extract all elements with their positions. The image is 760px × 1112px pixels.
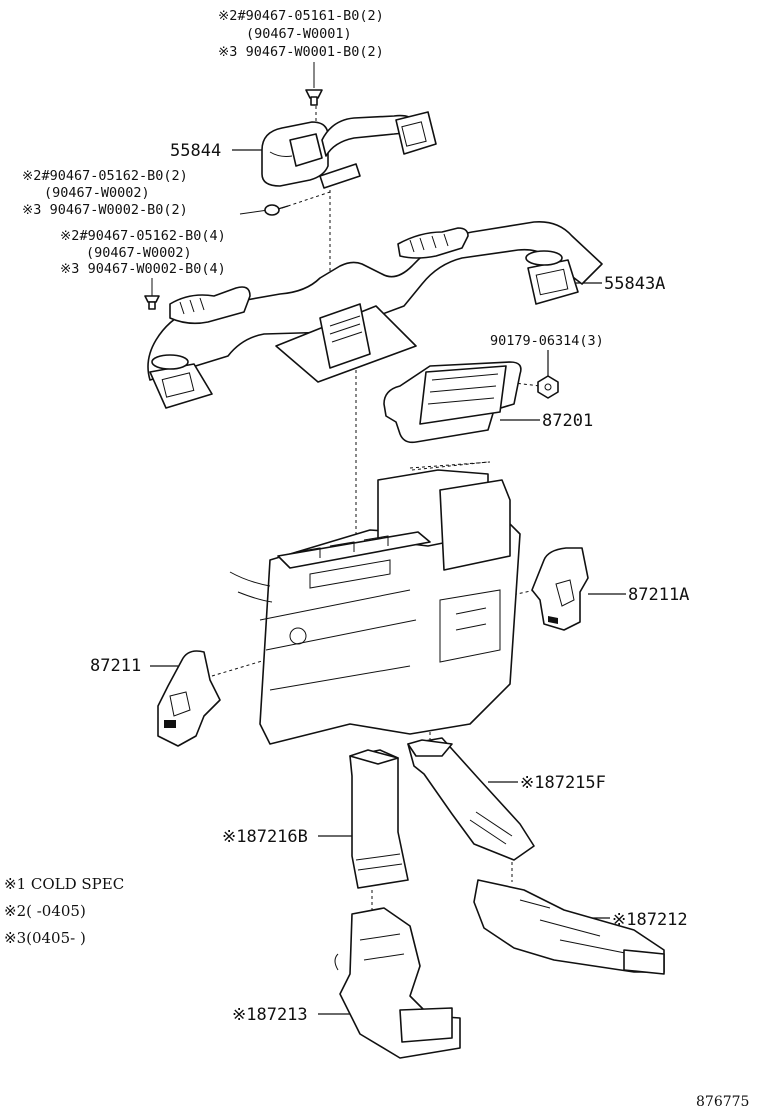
heater-unit-illustration — [229, 469, 521, 745]
register-87201-illustration — [383, 361, 522, 469]
label-87215f: ※187215F — [520, 773, 606, 793]
label-87211: 87211 — [90, 656, 141, 676]
callout-2-line-2: (90467-W0002) — [44, 185, 150, 201]
callout-3-line-3: ※3 90467-W0002-B0(4) — [60, 261, 226, 277]
legend-item-1: ※1 COLD SPEC — [4, 875, 124, 893]
label-55844: 55844 — [170, 141, 221, 161]
duct-87211-illustration — [157, 650, 221, 747]
clip-fastener-top-icon — [305, 89, 323, 106]
callout-3-line-2: (90467-W0002) — [86, 245, 192, 261]
label-90179-06314: 90179-06314(3) — [490, 333, 604, 349]
callout-3-line-1: ※2#90467-05162-B0(4) — [60, 228, 226, 244]
callout-clip-top: ※2#90467-05161-B0(2) (90467-W0001) ※3 90… — [218, 8, 384, 60]
callout-clip-middle: ※2#90467-05162-B0(2) (90467-W0002) ※3 90… — [22, 168, 188, 218]
label-87213: ※187213 — [232, 1005, 308, 1025]
callout-clip-lower: ※2#90467-05162-B0(4) (90467-W0002) ※3 90… — [60, 228, 226, 277]
callout-2-line-1: ※2#90467-05162-B0(2) — [22, 168, 188, 184]
label-87211a: 87211A — [628, 585, 689, 605]
duct-87215f-illustration — [407, 737, 535, 861]
legend-item-3: ※3(0405- ) — [4, 929, 86, 947]
callout-1-line-3: ※3 90467-W0001-B0(2) — [218, 44, 384, 60]
label-55843a: 55843A — [604, 274, 665, 294]
callout-1-line-1: ※2#90467-05161-B0(2) — [218, 8, 384, 24]
label-87212: ※187212 — [612, 910, 688, 930]
leader-lines — [150, 62, 626, 1015]
duct-87212-illustration — [473, 879, 665, 975]
callout-1-line-2: (90467-W0001) — [246, 26, 352, 42]
duct-87211a-illustration — [531, 547, 589, 631]
duct-55843a-illustration — [147, 220, 603, 409]
nut-90179-icon — [537, 375, 559, 399]
figure-number: 876775 — [696, 1094, 749, 1110]
duct-55844-illustration — [261, 111, 437, 189]
clip-fastener-lower-icon — [144, 295, 160, 310]
clip-fastener-middle-icon — [264, 204, 289, 216]
duct-87216b-illustration — [349, 749, 409, 889]
label-87216b: ※187216B — [222, 827, 308, 847]
label-87201: 87201 — [542, 411, 593, 431]
callout-2-line-3: ※3 90467-W0002-B0(2) — [22, 202, 188, 218]
duct-87213-illustration — [334, 907, 461, 1059]
legend-item-2: ※2( -0405) — [4, 902, 86, 920]
